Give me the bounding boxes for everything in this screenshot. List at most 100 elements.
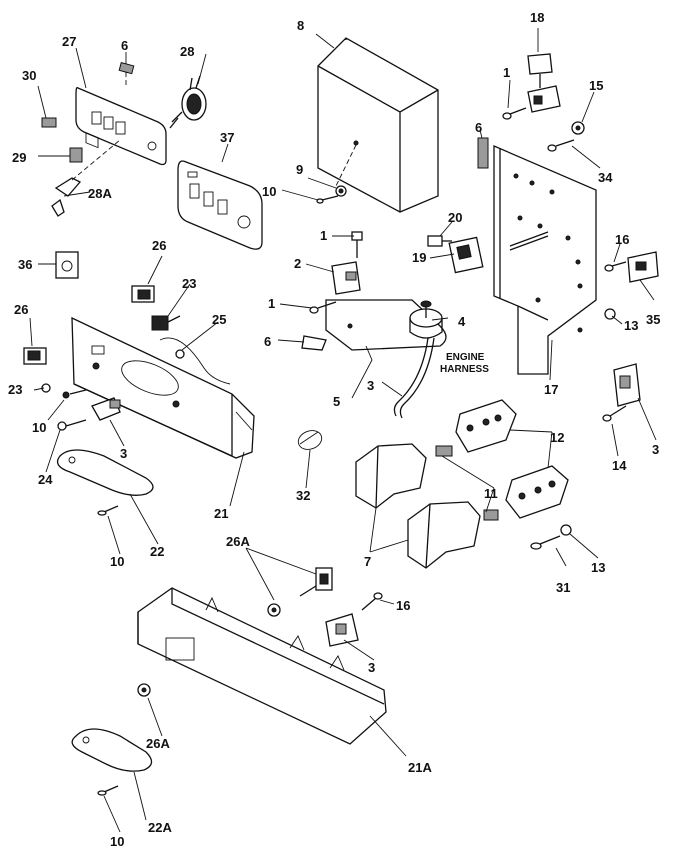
boot-7-upper bbox=[355, 443, 427, 509]
bracket-6-right bbox=[477, 137, 489, 169]
screw-9 bbox=[335, 185, 347, 197]
label-24: 24 bbox=[38, 472, 53, 487]
label-18: 18 bbox=[530, 10, 544, 25]
key bbox=[51, 139, 121, 217]
bolt-31 bbox=[530, 535, 561, 550]
front-panel bbox=[71, 316, 255, 459]
toggle-switch bbox=[151, 315, 181, 331]
switch-20 bbox=[427, 235, 452, 247]
screw-10-bottom bbox=[97, 785, 119, 796]
engine-harness-label-line2: HARNESS bbox=[440, 364, 489, 375]
harness-wire bbox=[393, 337, 435, 419]
nut bbox=[175, 349, 185, 359]
label-29: 29 bbox=[12, 150, 26, 165]
label-23-left: 23 bbox=[8, 382, 22, 397]
nut-15 bbox=[571, 121, 585, 135]
rocker-switch-left bbox=[23, 347, 47, 365]
label-10-mid: 10 bbox=[110, 554, 124, 569]
label-14: 14 bbox=[612, 458, 627, 473]
screw-1-right bbox=[502, 107, 527, 120]
toggle-26a bbox=[299, 567, 333, 597]
lower-panel-21a bbox=[137, 587, 387, 745]
label-4: 4 bbox=[458, 314, 466, 329]
label-19: 19 bbox=[412, 250, 426, 265]
nut-26a-lower bbox=[137, 683, 151, 697]
relay-12-upper bbox=[455, 399, 517, 453]
label-26a-bottom: 26A bbox=[146, 736, 170, 751]
boot-7-lower bbox=[407, 501, 481, 569]
label-21: 21 bbox=[214, 506, 228, 521]
wiring-loop bbox=[159, 337, 231, 385]
label-9: 9 bbox=[296, 162, 303, 177]
label-26a-top: 26A bbox=[226, 534, 250, 549]
label-6-mid: 6 bbox=[264, 334, 271, 349]
label-17: 17 bbox=[544, 382, 558, 397]
screw-16-right bbox=[604, 261, 627, 272]
label-36: 36 bbox=[18, 257, 32, 272]
label-13-upper: 13 bbox=[624, 318, 638, 333]
label-22a: 22A bbox=[148, 820, 172, 835]
label-3-right: 3 bbox=[652, 442, 659, 457]
label-10-top: 10 bbox=[262, 184, 276, 199]
screw-16-lower bbox=[361, 592, 383, 611]
label-11: 11 bbox=[484, 486, 498, 501]
solenoid-4 bbox=[409, 300, 443, 339]
bracket-3-lower bbox=[325, 613, 359, 647]
connector-18 bbox=[527, 53, 553, 88]
relay-12-lower bbox=[505, 465, 569, 519]
label-2: 2 bbox=[294, 256, 301, 271]
label-10-bottom: 10 bbox=[110, 834, 124, 849]
label-1-lower: 1 bbox=[268, 296, 275, 311]
label-7: 7 bbox=[364, 554, 371, 569]
switch-panel bbox=[75, 61, 167, 166]
placard bbox=[55, 251, 79, 279]
label-27: 27 bbox=[62, 34, 76, 49]
mounting-bracket-17 bbox=[493, 145, 597, 375]
label-28a: 28A bbox=[88, 186, 112, 201]
enclosure-cover bbox=[317, 37, 439, 213]
switch-bracket-top bbox=[527, 85, 561, 113]
label-5: 5 bbox=[333, 394, 340, 409]
label-31: 31 bbox=[556, 580, 570, 595]
cover-plate-22 bbox=[56, 449, 154, 496]
screw-24 bbox=[57, 419, 87, 431]
relay-19 bbox=[448, 236, 484, 274]
label-23-top: 23 bbox=[182, 276, 196, 291]
nut-13-lower bbox=[560, 524, 572, 536]
label-26-top: 26 bbox=[152, 238, 166, 253]
label-20: 20 bbox=[448, 210, 462, 225]
label-3-mid: 3 bbox=[367, 378, 374, 393]
label-30: 30 bbox=[22, 68, 36, 83]
label-16-right: 16 bbox=[615, 232, 629, 247]
label-35: 35 bbox=[646, 312, 660, 327]
part-number-labels: 8 18 1 15 6 34 9 10 20 19 1 2 1 16 35 13… bbox=[8, 10, 660, 849]
label-25: 25 bbox=[212, 312, 226, 327]
screw-1-mid bbox=[309, 301, 337, 314]
label-12: 12 bbox=[550, 430, 564, 445]
bracket-3-right bbox=[613, 363, 641, 407]
label-1-top-right: 1 bbox=[503, 65, 510, 80]
label-3-left: 3 bbox=[120, 446, 127, 461]
engine-harness-label-line1: ENGINE bbox=[446, 352, 485, 363]
screw-34 bbox=[547, 139, 575, 152]
label-16-lower: 16 bbox=[396, 598, 410, 613]
label-6-left: 6 bbox=[121, 38, 128, 53]
nut-26a-upper bbox=[267, 603, 281, 617]
label-26-left: 26 bbox=[14, 302, 28, 317]
indicator-light bbox=[69, 147, 83, 163]
label-13-lower: 13 bbox=[591, 560, 605, 575]
bracket-2 bbox=[331, 261, 361, 295]
screw-10-lower bbox=[97, 505, 119, 516]
bracket-screw bbox=[62, 389, 87, 399]
label-10-left: 10 bbox=[32, 420, 46, 435]
label-8: 8 bbox=[297, 18, 304, 33]
label-6-right: 6 bbox=[475, 120, 482, 135]
label-3-lower: 3 bbox=[368, 660, 375, 675]
label-32: 32 bbox=[296, 488, 310, 503]
label-21a: 21A bbox=[408, 760, 432, 775]
key-switch bbox=[169, 75, 207, 129]
bracket-6-mid bbox=[301, 335, 327, 351]
rocker-switch bbox=[131, 285, 155, 303]
indicator-lens bbox=[41, 117, 57, 128]
